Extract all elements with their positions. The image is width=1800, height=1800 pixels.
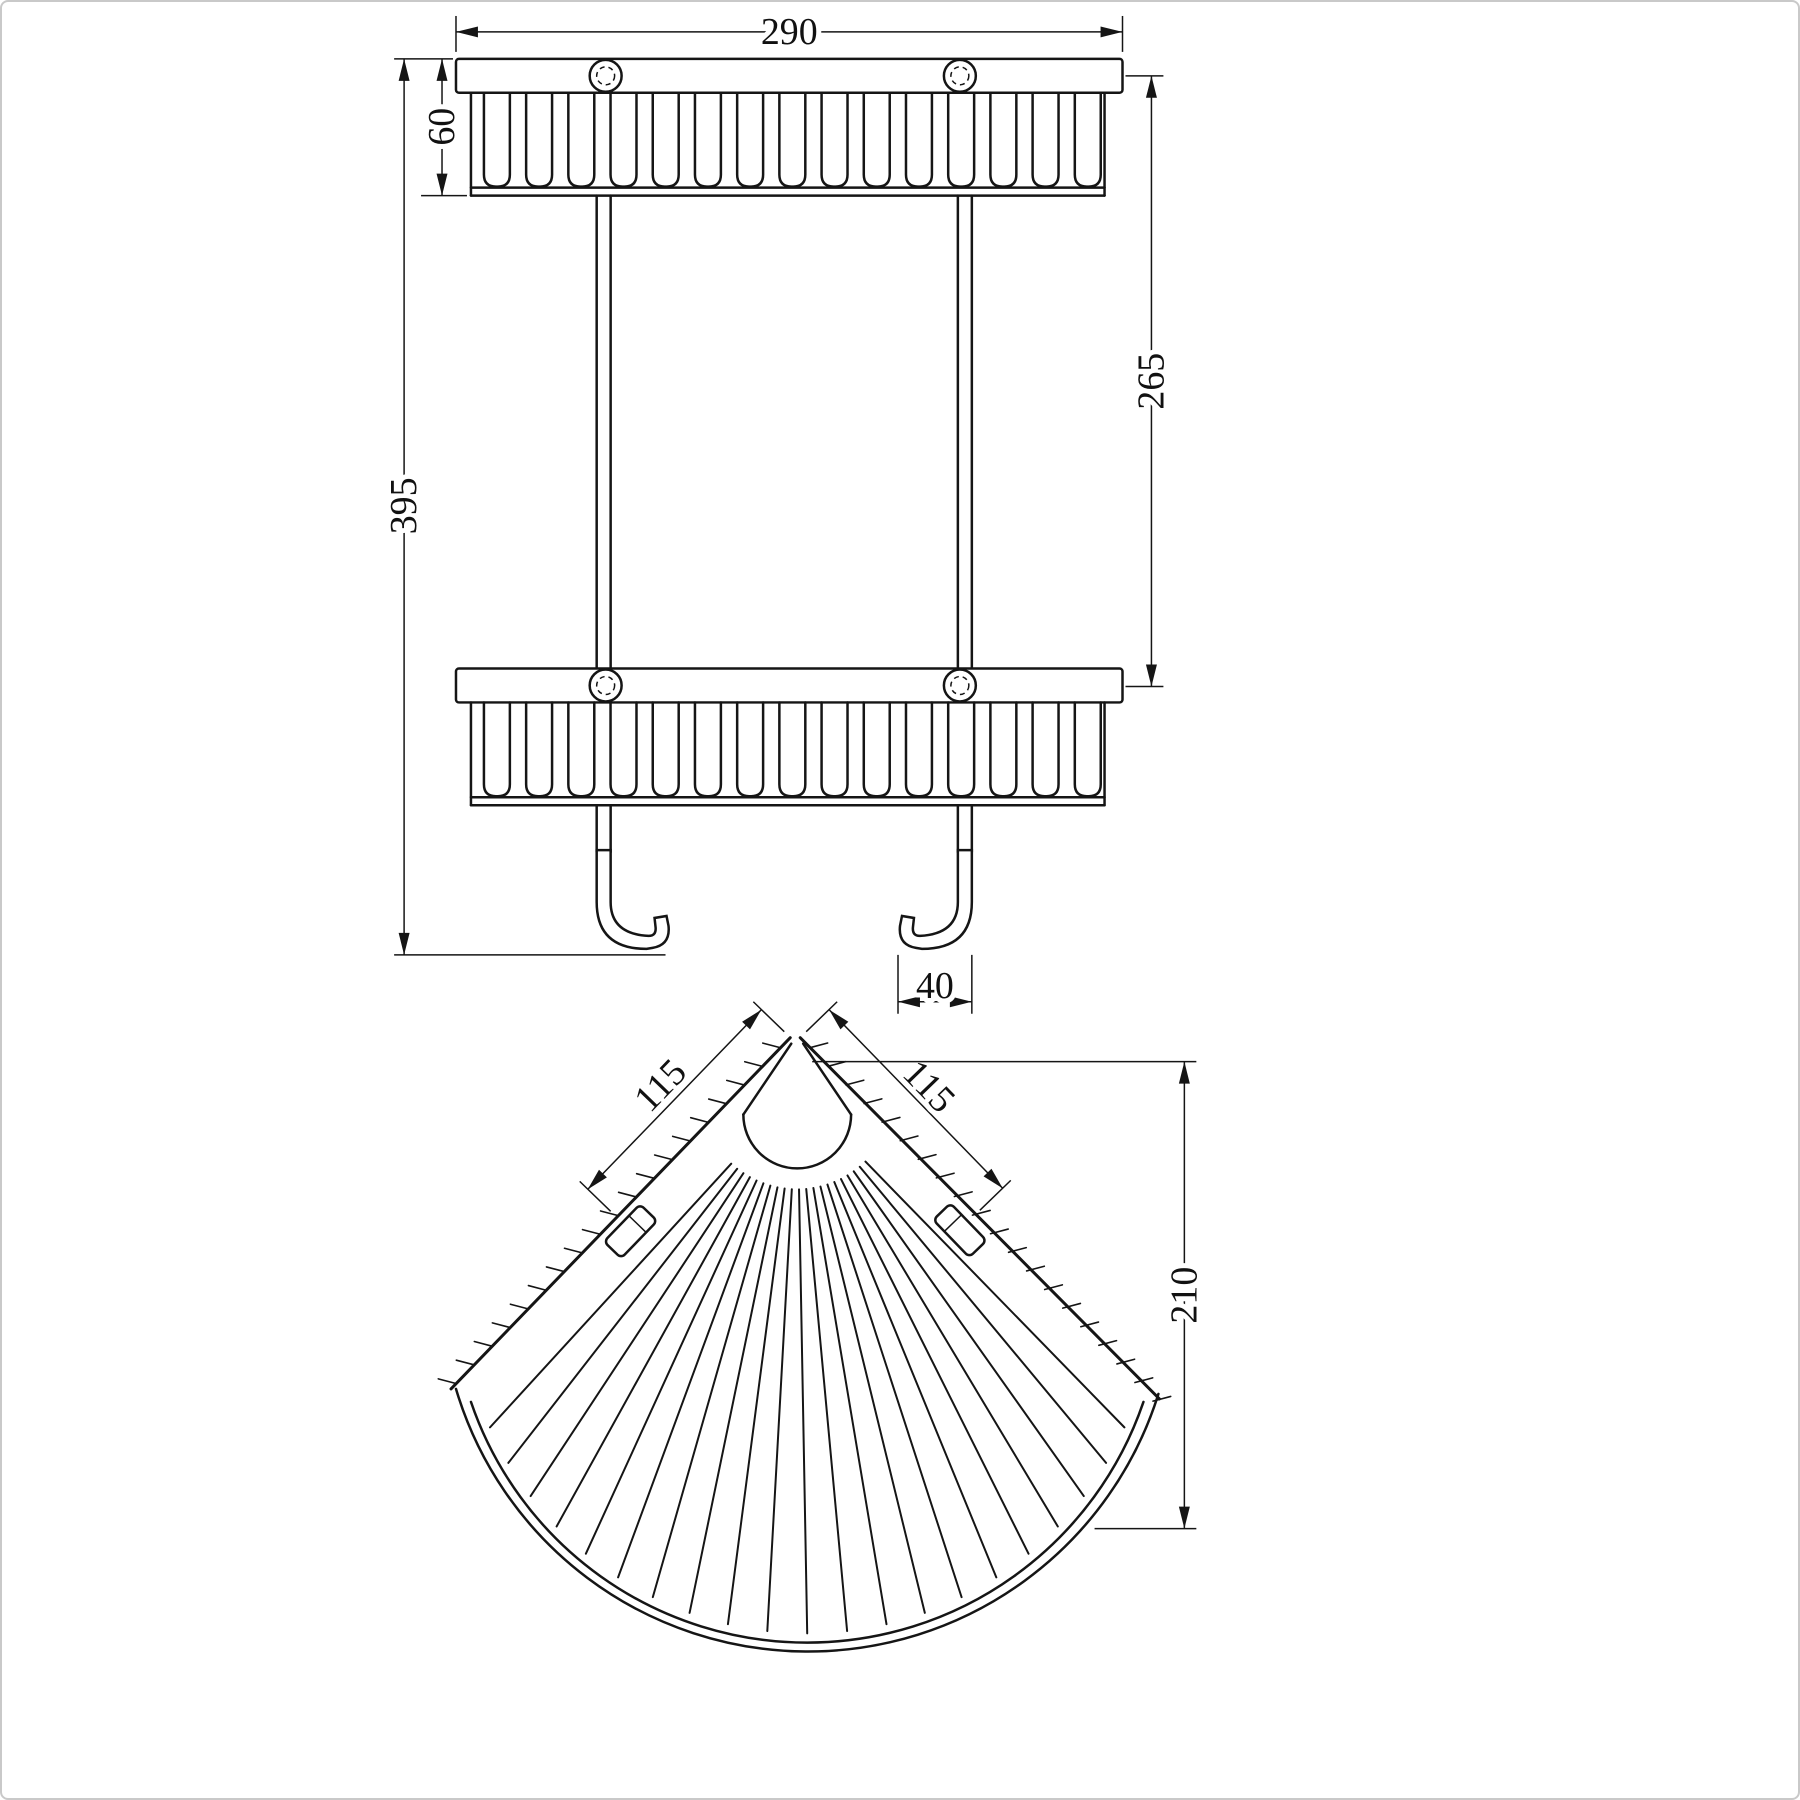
arrow-icon	[398, 932, 410, 955]
mounting-screw	[588, 58, 623, 94]
arrow-icon	[1145, 75, 1157, 98]
wire-basket-top-tier	[469, 91, 1106, 197]
dimension-basket-height: 60	[394, 58, 468, 197]
arrow-icon	[455, 26, 478, 38]
front-elevation-view: 290 60 395 265	[378, 6, 1177, 1014]
arrow-icon	[898, 996, 920, 1008]
plan-view: 115 115 210	[437, 1001, 1210, 1653]
corner-wall-left	[449, 1036, 792, 1391]
arrow-icon	[436, 58, 448, 81]
mounting-bracket-left	[604, 1205, 657, 1258]
dimension-tier-spacing-label: 265	[1130, 353, 1172, 410]
arrow-icon	[949, 996, 972, 1008]
wall-rail-bottom	[454, 667, 1124, 704]
basket-rim-inner-arc	[469, 1400, 1145, 1644]
dimension-total-height: 395	[378, 58, 666, 956]
corner-wall-right	[798, 1036, 1161, 1401]
wall-rail-top	[454, 57, 1124, 95]
arrow-icon	[742, 1009, 762, 1030]
dimension-depth: 210	[812, 1060, 1210, 1530]
dimension-basket-height-label: 60	[421, 108, 463, 146]
dimension-width: 290	[455, 6, 1124, 58]
mounting-bracket-right	[934, 1204, 986, 1257]
basket-rim-outer-arc	[454, 1387, 1160, 1653]
wall-hatching-left	[437, 1042, 782, 1385]
hanging-post-right	[956, 194, 974, 854]
arrow-icon	[1178, 1061, 1190, 1084]
arrow-icon	[1178, 1506, 1190, 1529]
arrow-icon	[983, 1168, 1003, 1189]
mounting-screw	[588, 668, 623, 703]
dimension-hook-depth-label: 40	[916, 965, 954, 1007]
dimension-depth-label: 210	[1163, 1267, 1205, 1324]
arrow-icon	[1145, 664, 1157, 687]
hanging-post-left	[595, 194, 612, 854]
dimension-total-height-label: 395	[383, 477, 425, 534]
dimension-width-label: 290	[761, 11, 818, 53]
arrow-icon	[587, 1169, 607, 1190]
basket-fan-wires	[489, 1160, 1126, 1635]
towel-hook-left	[595, 848, 670, 951]
dimension-tier-spacing: 265	[1125, 75, 1177, 688]
towel-hook-right	[898, 848, 974, 951]
arrow-icon	[398, 58, 410, 81]
mounting-screw	[942, 58, 978, 94]
dimension-side-right-label: 115	[895, 1052, 964, 1121]
dimension-side-left-label: 115	[626, 1051, 695, 1120]
dimension-side-right: 115	[805, 1001, 1012, 1211]
wire-basket-bottom-tier	[469, 701, 1106, 807]
dimension-side-left: 115	[579, 1001, 785, 1212]
dimension-hook-depth: 40	[897, 954, 973, 1014]
corner-arch	[742, 1042, 853, 1170]
arrow-icon	[829, 1009, 849, 1030]
arrow-icon	[436, 173, 448, 196]
arrow-icon	[1100, 26, 1123, 38]
mounting-screw	[942, 668, 978, 703]
wall-hatching-right	[809, 1042, 1172, 1402]
